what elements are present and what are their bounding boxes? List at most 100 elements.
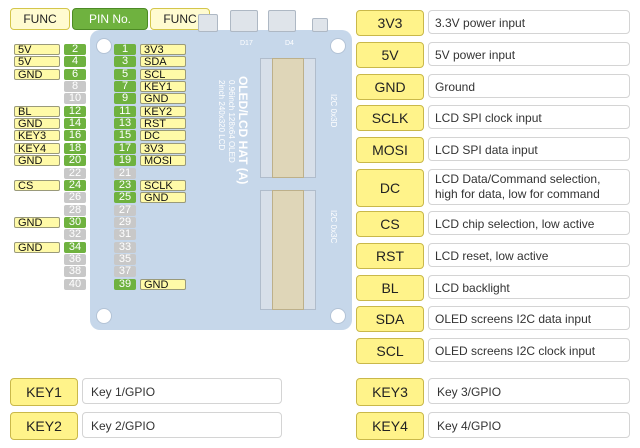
button-chip	[230, 10, 258, 32]
pin-label-16: KEY3	[14, 130, 60, 142]
pin-label-3: SDA	[140, 56, 186, 68]
pin-number-34: 34	[64, 241, 86, 253]
pin-number-21: 21	[114, 167, 136, 179]
pin-label-5: SCL	[140, 68, 186, 80]
legend-key-sclk: SCLK	[356, 105, 424, 132]
pin-label-20: GND	[14, 155, 60, 167]
pin-label-30: GND	[14, 216, 60, 228]
key-desc-key3: Key 3/GPIO	[428, 378, 630, 404]
board-subtitle-1: 0.96inch 128x64 OLED	[227, 80, 236, 163]
pin-number-11: 11	[114, 105, 136, 117]
pin-number-2: 2	[64, 44, 86, 55]
key-desc-key4: Key 4/GPIO	[428, 412, 630, 438]
pin-number-16: 16	[64, 130, 86, 142]
pin-label-12: BL	[14, 105, 60, 117]
pin-label-9: GND	[140, 93, 186, 105]
pin-number-12: 12	[64, 105, 86, 117]
pin-label-7: KEY1	[140, 81, 186, 93]
legend-desc-scl: OLED screens I2C clock input	[428, 338, 630, 363]
pin-number-9: 9	[114, 93, 136, 105]
legend-key-bl: BL	[356, 274, 424, 301]
pin-number-39: 39	[114, 278, 136, 290]
legend-key-sda: SDA	[356, 306, 424, 333]
pin-number-32: 32	[64, 229, 86, 241]
i2c-top-label: I2C 0x3D	[329, 94, 338, 128]
pin-number-15: 15	[114, 130, 136, 142]
d4-label: D4	[285, 40, 294, 47]
pin-number-31: 31	[114, 229, 136, 241]
key-badge-key4: KEY4	[356, 412, 424, 440]
pin-number-40: 40	[64, 278, 86, 290]
legend-key-5v: 5V	[356, 41, 424, 68]
legend-key-mosi: MOSI	[356, 137, 424, 164]
legend-desc-mosi: LCD SPI data input	[428, 137, 630, 162]
oled-fpc	[272, 190, 304, 310]
pin-label-15: DC	[140, 130, 186, 142]
pin-number-26: 26	[64, 192, 86, 204]
pin-label-25: GND	[140, 192, 186, 204]
pin-number-6: 6	[64, 68, 86, 80]
legend-desc-cs: LCD chip selection, low active	[428, 211, 630, 235]
pin-number-23: 23	[114, 179, 136, 191]
pin-number-20: 20	[64, 155, 86, 167]
mounting-hole	[330, 38, 346, 54]
key-badge-key1: KEY1	[10, 378, 78, 406]
pin-number-17: 17	[114, 142, 136, 154]
pin-label-13: RST	[140, 118, 186, 130]
pin-label-6: GND	[14, 68, 60, 80]
pin-label-39: GND	[140, 278, 186, 290]
pin-number-27: 27	[114, 204, 136, 216]
pin-number-14: 14	[64, 118, 86, 130]
pin-number-29: 29	[114, 216, 136, 228]
button-chip	[312, 18, 328, 32]
pin-number-8: 8	[64, 81, 86, 93]
pin-number-13: 13	[114, 118, 136, 130]
button-chip	[268, 10, 296, 32]
legend-key-3v3: 3V3	[356, 10, 424, 36]
pin-label-23: SCLK	[140, 179, 186, 191]
button-chip	[198, 14, 218, 32]
legend-key-cs: CS	[356, 211, 424, 237]
pin-number-35: 35	[114, 253, 136, 265]
legend-desc-3v3: 3.3V power input	[428, 10, 630, 34]
legend-desc-sclk: LCD SPI clock input	[428, 105, 630, 130]
pin-label-1: 3V3	[140, 44, 186, 56]
pin-number-1: 1	[114, 44, 136, 55]
mounting-hole	[96, 308, 112, 324]
pin-number-4: 4	[64, 56, 86, 68]
legend-key-rst: RST	[356, 242, 424, 269]
legend-desc-5v: 5V power input	[428, 41, 630, 66]
legend-desc-sda: OLED screens I2C data input	[428, 306, 630, 331]
pin-label-17: 3V3	[140, 142, 186, 154]
legend-desc-rst: LCD reset, low active	[428, 242, 630, 267]
legend-key-gnd: GND	[356, 73, 424, 100]
legend-desc-dc: LCD Data/Command selection, high for dat…	[428, 169, 630, 205]
legend-desc-gnd: Ground	[428, 73, 630, 98]
mounting-hole	[330, 308, 346, 324]
d17-label: D17	[240, 40, 253, 47]
board-subtitle-2: 2inch 240x320 LCD	[217, 80, 226, 151]
pin-label-2: 5V	[14, 44, 60, 56]
pin-number-36: 36	[64, 253, 86, 265]
key-desc-key2: Key 2/GPIO	[82, 412, 282, 438]
pin-number-5: 5	[114, 68, 136, 80]
pin-number-37: 37	[114, 266, 136, 278]
pin-number-22: 22	[64, 167, 86, 179]
legend-key-scl: SCL	[356, 338, 424, 365]
pin-label-34: GND	[14, 241, 60, 253]
pin-number-10: 10	[64, 93, 86, 105]
pin-label-14: GND	[14, 118, 60, 130]
pin-number-18: 18	[64, 142, 86, 154]
header-func-left: FUNC	[10, 8, 70, 30]
board-title: OLED/LCD HAT (A)	[236, 76, 250, 185]
header-pin-no: PIN No.	[72, 8, 148, 30]
mounting-hole	[96, 38, 112, 54]
pin-number-3: 3	[114, 56, 136, 68]
pin-number-30: 30	[64, 216, 86, 228]
pin-label-18: KEY4	[14, 142, 60, 154]
lcd-fpc	[272, 58, 304, 178]
legend-key-dc: DC	[356, 169, 424, 207]
pin-number-7: 7	[114, 81, 136, 93]
pin-label-24: CS	[14, 179, 60, 191]
pin-number-33: 33	[114, 241, 136, 253]
